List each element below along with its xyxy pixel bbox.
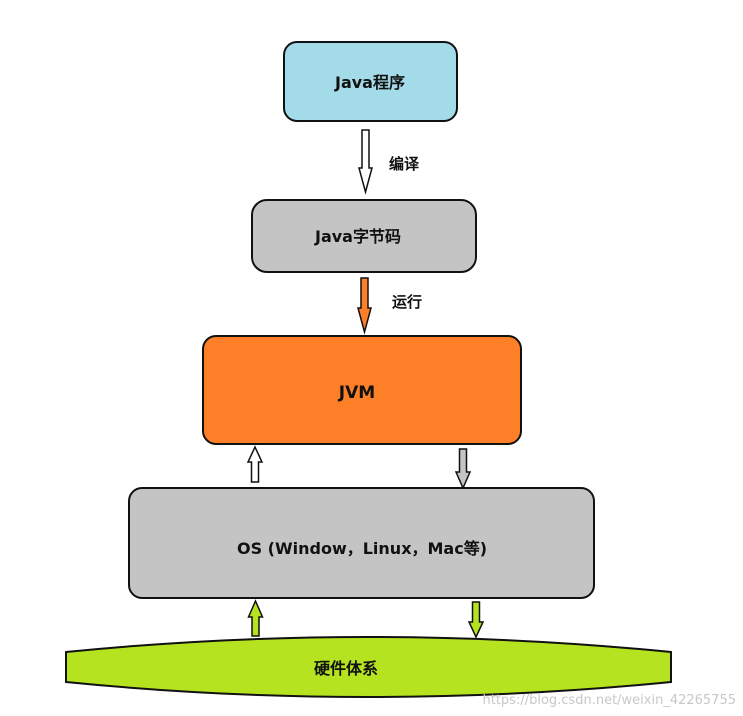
bytecode-label: Java字节码 [314, 227, 401, 246]
compile-label: 编译 [389, 155, 420, 173]
os-box [128, 487, 595, 599]
hardware-label: 硬件体系 [314, 659, 378, 678]
compile-arrow-shape [358, 129, 373, 195]
hardware-to-os-arrow-shape [247, 599, 264, 637]
run-label: 运行 [392, 293, 422, 311]
java-program-label: Java程序 [334, 73, 405, 92]
compile-arrow [358, 129, 373, 195]
jvm-label: JVM [338, 383, 375, 403]
hardware-node: 硬件体系 [65, 636, 672, 698]
jvm-to-os-arrow [454, 448, 472, 490]
os-to-jvm-arrow-shape [246, 445, 264, 483]
bytecode-node: Java字节码 [251, 199, 477, 273]
jvm-node: JVM [202, 335, 522, 445]
watermark-text: https://blog.csdn.net/weixin_42265755 [482, 693, 736, 708]
java-program-node: Java程序 [283, 41, 458, 122]
hardware-shape [65, 636, 672, 698]
jvm-box [202, 335, 522, 445]
os-to-jvm-arrow [246, 445, 264, 483]
run-arrow-shape [357, 277, 372, 335]
jvm-to-os-arrow-shape [454, 448, 472, 490]
os-to-hardware-arrow [467, 601, 485, 639]
os-label: OS (Window，Linux，Mac等) [237, 539, 487, 558]
run-arrow [357, 277, 372, 335]
os-node: OS (Window，Linux，Mac等) [128, 487, 595, 599]
bytecode-box [251, 199, 477, 273]
java-program-box [283, 41, 458, 122]
hardware-to-os-arrow [247, 599, 264, 637]
os-to-hardware-arrow-shape [467, 601, 485, 639]
